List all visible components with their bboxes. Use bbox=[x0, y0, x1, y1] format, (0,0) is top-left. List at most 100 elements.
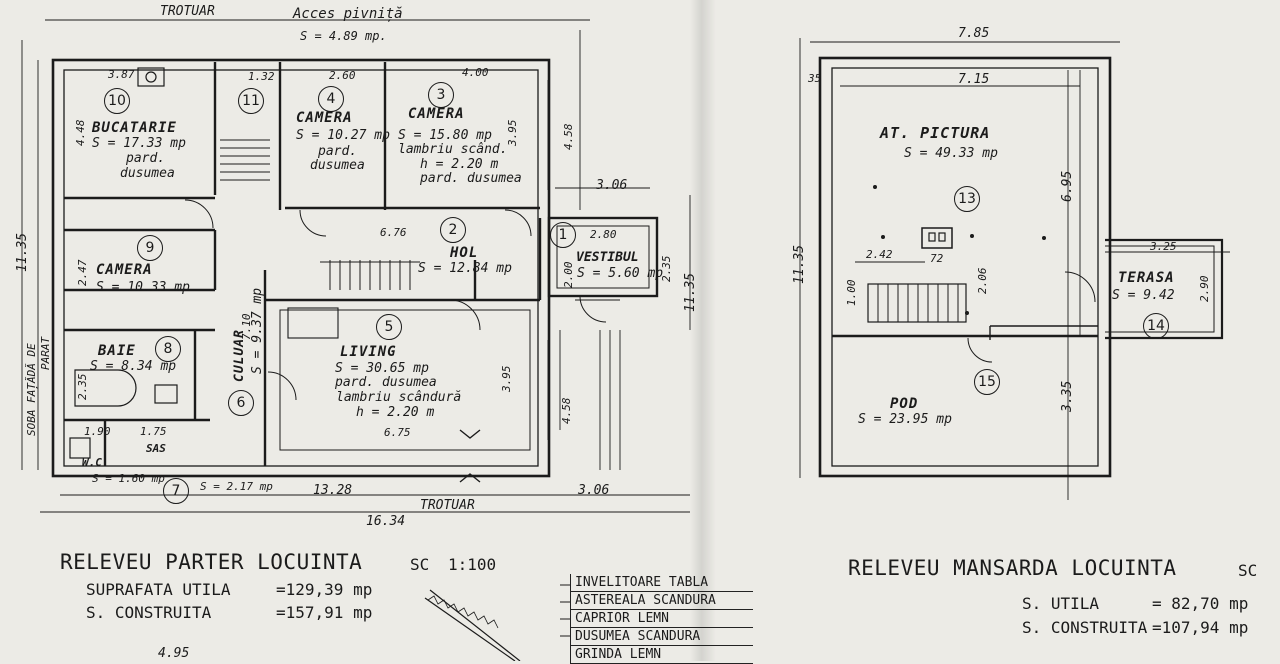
bottom-sidewalk-label: TROTUAR bbox=[420, 498, 475, 513]
room-number-8: 8 bbox=[155, 336, 181, 362]
room-note-camera-4-2: dusumea bbox=[310, 158, 365, 173]
ground-floor-useful-area-label: SUPRAFATA UTILA bbox=[86, 580, 231, 599]
dim-13-28: 13.28 bbox=[313, 483, 353, 498]
room-number-13: 13 bbox=[954, 186, 980, 212]
basement-access-label: Acces pivniță bbox=[293, 6, 403, 22]
room-name-camera-9: CAMERA bbox=[96, 262, 153, 278]
left-side-note-1: SOBA FAȚĂDĂ DE bbox=[25, 343, 38, 436]
room-name-living: LIVING bbox=[340, 344, 397, 360]
room-note-kitchen-2: dusumea bbox=[120, 166, 175, 181]
dim-7-10: 7.10 bbox=[240, 313, 253, 341]
room-name-kitchen: BUCATARIE bbox=[92, 120, 177, 136]
room-note-camera-4-1: pard. bbox=[318, 144, 358, 159]
attic-built-area-value: =107,94 mp bbox=[1152, 618, 1249, 637]
room-area-baie: S = 8.34 mp bbox=[90, 359, 177, 374]
room-area-sas: S = 2.17 mp bbox=[200, 480, 273, 493]
dim-7-85: 7.85 bbox=[958, 26, 990, 41]
room-name-atelier: AT. PICTURA bbox=[880, 124, 991, 142]
room-area-atelier: S = 49.33 mp bbox=[904, 146, 998, 161]
room-area-living: S = 30.65 mp bbox=[335, 361, 429, 376]
room-note-camera-3-3: pard. dusumea bbox=[420, 171, 522, 186]
dim-2-35-right: 2.35 bbox=[660, 255, 673, 283]
room-name-baie: BAIE bbox=[98, 343, 136, 359]
room-area-camera-9: S = 10.33 mp bbox=[96, 280, 190, 295]
ground-floor-built-area-label: S. CONSTRUITA bbox=[86, 603, 212, 622]
dim-2-90: 2.90 bbox=[1198, 275, 1211, 303]
legend-row-rafter: CAPRIOR LEMN bbox=[571, 610, 753, 628]
room-area-terasa: S = 9.42 bbox=[1112, 288, 1175, 303]
room-number-10: 10 bbox=[104, 88, 130, 114]
room-note-camera-3-2: h = 2.20 m bbox=[420, 157, 499, 172]
dim-3-06-right: 3.06 bbox=[596, 178, 628, 193]
dim-6-75: 6.75 bbox=[384, 426, 411, 439]
dim-7-15: 7.15 bbox=[958, 72, 990, 87]
dim-2-35-baie: 2.35 bbox=[76, 373, 89, 401]
dim-4-48: 4.48 bbox=[74, 119, 87, 147]
dim-attic-11-35: 11.35 bbox=[792, 244, 807, 284]
room-area-wc: S = 1.60 mp bbox=[92, 472, 165, 485]
room-name-sas: SAS bbox=[146, 442, 166, 455]
dim-11-35-right: 11.35 bbox=[683, 272, 698, 312]
dim-1-90: 1.90 bbox=[84, 425, 111, 438]
room-name-wc: W.C bbox=[82, 456, 102, 469]
dim-4-58-b: 4.58 bbox=[560, 397, 573, 425]
dim-11-35-left: 11.35 bbox=[15, 232, 30, 272]
room-name-hol: HOL bbox=[450, 245, 479, 261]
dim-3-87: 3.87 bbox=[108, 68, 135, 81]
dim-2-47: 2.47 bbox=[76, 259, 89, 287]
room-note-kitchen-1: pard. bbox=[126, 151, 166, 166]
room-name-terasa: TERASA bbox=[1118, 270, 1175, 286]
dim-3-95-b: 3.95 bbox=[500, 365, 513, 393]
ground-floor-title: RELEVEU PARTER LOCUINTA bbox=[60, 550, 363, 574]
room-note-living-2: lambriu scândură bbox=[336, 390, 462, 405]
basement-access-area: S = 4.89 mp. bbox=[300, 29, 387, 43]
room-number-11: 11 bbox=[238, 88, 264, 114]
room-number-4: 4 bbox=[318, 86, 344, 112]
legend-row-boarding: ASTEREALA SCANDURA bbox=[571, 592, 753, 610]
dim-2-80: 2.80 bbox=[590, 228, 617, 241]
room-number-15: 15 bbox=[974, 369, 1000, 395]
legend-row-roof: INVELITOARE TABLA bbox=[571, 574, 753, 592]
room-number-14: 14 bbox=[1143, 313, 1169, 339]
dim-2-60: 2.60 bbox=[329, 69, 356, 82]
left-side-note-2: PARAT bbox=[39, 336, 52, 370]
dim-1-75: 1.75 bbox=[140, 425, 167, 438]
room-number-1: 1 bbox=[550, 222, 576, 248]
room-number-2: 2 bbox=[440, 217, 466, 243]
room-number-7: 7 bbox=[163, 478, 189, 504]
room-name-vestibul: VESTIBUL bbox=[576, 250, 639, 265]
ground-floor-built-area-value: =157,91 mp bbox=[276, 603, 373, 622]
section-material-legend: INVELITOARE TABLA ASTEREALA SCANDURA CAP… bbox=[570, 574, 753, 664]
dim-35: 35 bbox=[808, 72, 822, 85]
room-note-living-3: h = 2.20 m bbox=[356, 405, 435, 420]
room-note-living-1: pard. dusumea bbox=[335, 375, 437, 390]
room-area-kitchen: S = 17.33 mp bbox=[92, 136, 186, 151]
room-area-camera-4: S = 10.27 mp bbox=[296, 128, 390, 143]
attic-useful-area-value: = 82,70 mp bbox=[1152, 594, 1249, 613]
dim-3-95-a: 3.95 bbox=[506, 119, 519, 147]
room-area-hol: S = 12.84 mp bbox=[418, 261, 512, 276]
attic-title: RELEVEU MANSARDA LOCUINTA bbox=[848, 556, 1177, 580]
room-number-3: 3 bbox=[428, 82, 454, 108]
room-number-9: 9 bbox=[137, 235, 163, 261]
ground-floor-useful-area-value: =129,39 mp bbox=[276, 580, 373, 599]
room-number-5: 5 bbox=[376, 314, 402, 340]
room-area-vestibul: S = 5.60 mp bbox=[577, 266, 664, 281]
attic-built-area-label: S. CONSTRUITA bbox=[1022, 618, 1148, 637]
dim-2-00: 2.00 bbox=[562, 261, 575, 289]
bottom-dimension-fragment: 4.95 bbox=[158, 646, 190, 661]
dim-1-32: 1.32 bbox=[248, 70, 275, 83]
room-name-camera-4: CAMERA bbox=[296, 110, 353, 126]
room-note-camera-3-1: lambriu scând. bbox=[398, 142, 508, 157]
ground-floor-scale-label: SC bbox=[410, 555, 430, 574]
room-area-camera-3: S = 15.80 mp bbox=[398, 128, 492, 143]
attic-scale-label: SC bbox=[1238, 561, 1258, 580]
room-name-camera-3: CAMERA bbox=[408, 106, 465, 122]
dim-3-35: 3.35 bbox=[1060, 380, 1075, 412]
dim-6-76: 6.76 bbox=[380, 226, 407, 239]
dim-3-25: 3.25 bbox=[1150, 240, 1177, 253]
top-sidewalk-label: TROTUAR bbox=[160, 4, 215, 19]
ground-floor-scale-value: 1:100 bbox=[448, 555, 497, 574]
